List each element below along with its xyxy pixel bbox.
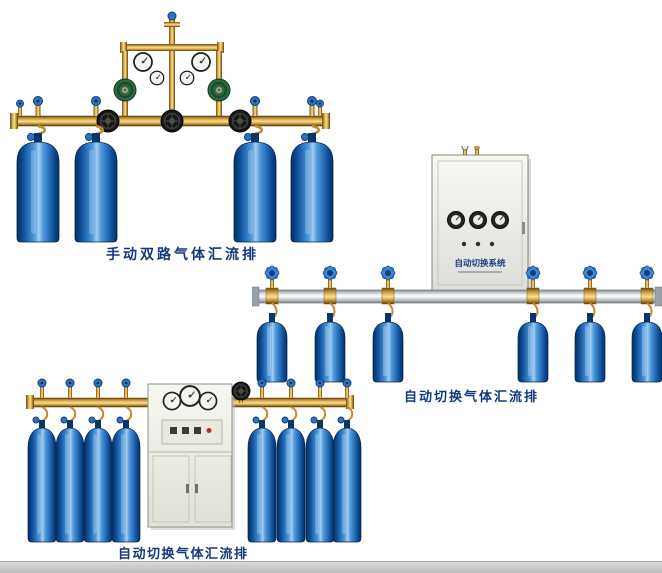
pressure-gauge bbox=[149, 70, 165, 86]
illustration-manual-dual-manifold bbox=[10, 11, 334, 243]
handwheel-valve bbox=[379, 264, 397, 282]
handwheel-valve bbox=[638, 264, 656, 282]
cylinder-valve bbox=[33, 96, 43, 117]
valve-cap bbox=[474, 146, 480, 151]
cylinder-valve bbox=[307, 96, 317, 117]
gas-cylinder bbox=[256, 312, 288, 383]
pressure-gauge bbox=[133, 52, 153, 72]
gas-cylinder bbox=[314, 312, 346, 383]
handwheel-valve bbox=[231, 381, 251, 401]
cylinder-valve bbox=[250, 96, 260, 117]
handwheel-valve bbox=[581, 264, 599, 282]
indicator-light bbox=[206, 428, 212, 433]
mini-gauge bbox=[461, 146, 469, 151]
handwheel-valve bbox=[228, 109, 252, 133]
cabinet-gauges bbox=[447, 211, 509, 229]
handwheel-valve bbox=[160, 109, 184, 133]
handwheel-valve bbox=[96, 109, 120, 133]
control-cabinet: 自动切换系统 bbox=[431, 146, 531, 294]
control-panel bbox=[161, 419, 223, 445]
gas-cylinder bbox=[574, 312, 606, 383]
pressure-gauge bbox=[179, 70, 195, 86]
bottom-border-strip bbox=[0, 561, 662, 573]
illustration-auto-switch-manifold-floor bbox=[26, 378, 362, 543]
door-handle bbox=[195, 484, 198, 493]
outlet-valve-cap bbox=[167, 11, 177, 21]
pressure-regulator-right bbox=[206, 77, 232, 103]
control-cabinet bbox=[147, 383, 235, 530]
pressure-gauge bbox=[198, 391, 218, 411]
pressure-gauge bbox=[191, 52, 211, 72]
gas-cylinder bbox=[517, 312, 549, 383]
cylinder-neck-handwheels bbox=[32, 416, 345, 424]
handwheel-valve bbox=[321, 264, 339, 282]
illustration-auto-switch-manifold: 自动切换系统 bbox=[252, 146, 662, 383]
product-caption-manual-dual: 手动双路气体汇流排 bbox=[106, 247, 259, 263]
handwheel-valve bbox=[263, 264, 281, 282]
bottle-stations bbox=[256, 264, 662, 383]
manifold-bar bbox=[252, 286, 662, 307]
cabinet-handle bbox=[522, 222, 525, 234]
cabinet-label: 自动切换系统 bbox=[454, 258, 506, 269]
pressure-regulator-left bbox=[112, 77, 138, 103]
cylinder-valve bbox=[91, 96, 101, 117]
pressure-gauge bbox=[179, 385, 201, 407]
gas-cylinder bbox=[74, 132, 118, 243]
product-caption-auto-switch-floor: 自动切换气体汇流排 bbox=[118, 547, 249, 562]
indicator-lights bbox=[461, 241, 495, 247]
gas-cylinder bbox=[631, 312, 662, 383]
gas-cylinder bbox=[372, 312, 404, 383]
top-header-and-regulators bbox=[112, 11, 232, 118]
cylinder-neck-handwheels bbox=[27, 133, 309, 141]
pressure-gauge bbox=[162, 391, 182, 411]
product-caption-auto-switch-wall: 自动切换气体汇流排 bbox=[404, 390, 540, 405]
door-handle bbox=[186, 484, 189, 493]
gas-cylinder bbox=[16, 132, 60, 243]
